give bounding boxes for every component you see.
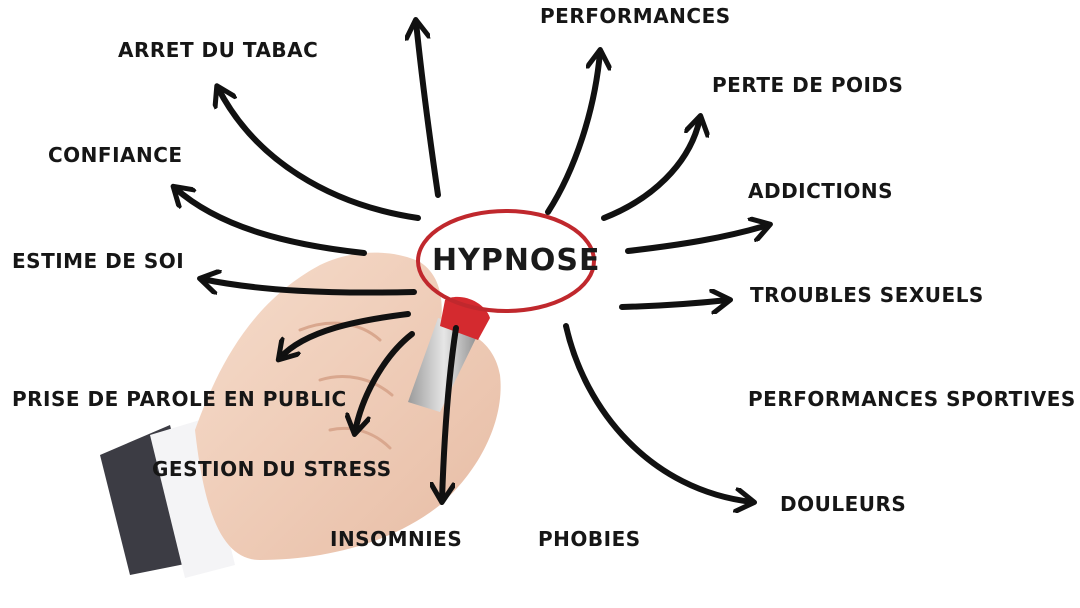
arrow-to-confiance	[175, 188, 367, 256]
topic-phobies: PHOBIES	[538, 527, 641, 551]
arrow-to-insomnies	[442, 325, 459, 500]
center-label: HYPNOSE	[432, 243, 601, 278]
arrow-to-perte-de-poids	[601, 118, 700, 221]
arrow-to-prise-de-parole	[280, 311, 411, 358]
arrow-to-gestion-du-stress	[355, 331, 415, 432]
topic-insomnies: INSOMNIES	[330, 527, 463, 551]
marker-barrel	[408, 318, 480, 412]
topic-performances-sportives: PERFORMANCES SPORTIVES	[748, 387, 1076, 411]
arrow-to-top	[416, 22, 441, 198]
topic-prise-de-parole-en-public: PRISE DE PAROLE EN PUBLIC	[12, 387, 347, 411]
arrow-to-performances	[545, 52, 600, 215]
topic-arret-du-tabac: ARRET DU TABAC	[118, 38, 319, 62]
topic-estime-de-soi: ESTIME DE SOI	[12, 249, 185, 273]
arrow-to-douleurs	[563, 323, 752, 502]
arrow-to-estime-de-soi	[202, 279, 417, 296]
hand-shape	[195, 252, 501, 560]
topic-confiance: CONFIANCE	[48, 143, 183, 167]
arrow-to-troubles-sexuels	[619, 300, 728, 307]
arrow-to-addictions	[625, 225, 768, 254]
topic-douleurs: DOULEURS	[780, 492, 907, 516]
center-circle	[416, 209, 596, 313]
hand-illustration	[100, 252, 501, 578]
arrow-to-arret-du-tabac	[218, 88, 421, 221]
cuff-shape	[150, 420, 235, 578]
topic-perte-de-poids: PERTE DE POIDS	[712, 73, 904, 97]
topic-troubles-sexuels: TROUBLES SEXUELS	[750, 283, 984, 307]
topic-performances: PERFORMANCES	[540, 4, 731, 28]
topic-gestion-du-stress: GESTION DU STRESS	[152, 457, 392, 481]
topic-addictions: ADDICTIONS	[748, 179, 894, 203]
